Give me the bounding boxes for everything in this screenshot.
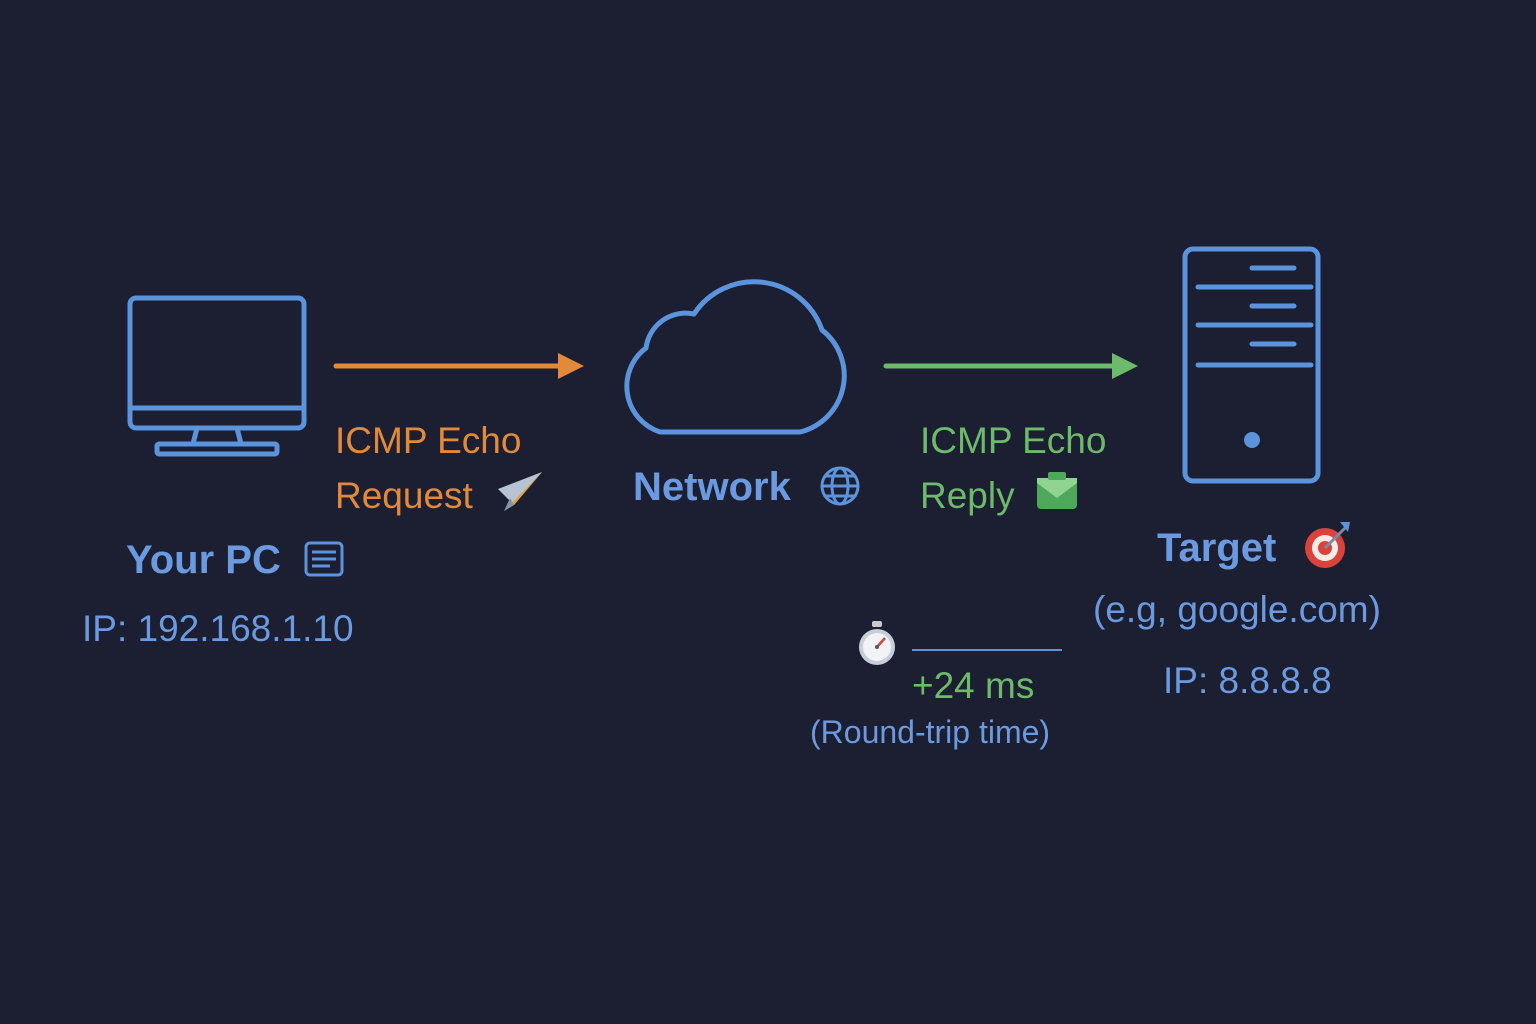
memo-icon: [304, 541, 344, 577]
rtt-caption: (Round-trip time): [810, 714, 1051, 750]
target-subtitle: (e.g, google.com): [1093, 589, 1381, 630]
paper-plane-icon: [498, 472, 542, 511]
server-tower-icon: [1182, 246, 1321, 484]
reply-arrow: [883, 353, 1138, 379]
bullseye-icon: [1305, 522, 1350, 568]
target-ip: IP: 8.8.8.8: [1163, 660, 1332, 701]
rtt-value: +24 ms: [912, 665, 1035, 706]
request-arrow: [333, 353, 584, 379]
globe-icon: [820, 466, 860, 506]
pc-title: Your PC: [126, 538, 281, 582]
network-label: Network: [633, 465, 791, 509]
monitor-icon: [127, 295, 307, 457]
stopwatch-icon: [859, 621, 895, 665]
pc-ip: IP: 192.168.1.10: [82, 608, 354, 649]
reply-label-line2: Reply: [920, 475, 1015, 516]
request-label-line2: Request: [335, 475, 473, 516]
target-title: Target: [1157, 526, 1277, 570]
reply-label-line1: ICMP Echo: [920, 420, 1107, 461]
envelope-icon: [1037, 472, 1077, 509]
cloud-icon: [624, 279, 847, 435]
request-label-line1: ICMP Echo: [335, 420, 522, 461]
